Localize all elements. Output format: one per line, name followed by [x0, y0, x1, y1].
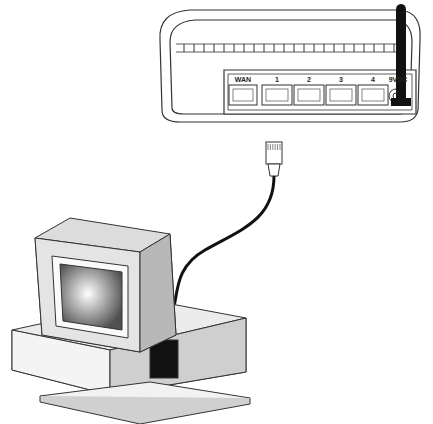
vent-slot	[294, 44, 295, 52]
port-label: 2	[307, 76, 311, 83]
plug-pin	[270, 144, 271, 150]
vent-slot	[254, 44, 255, 52]
vent-slot	[334, 44, 335, 52]
plug-pin	[272, 144, 273, 150]
vent-slot	[284, 44, 285, 52]
vent-slot	[264, 44, 265, 52]
vent-slot	[214, 44, 215, 52]
ports	[229, 85, 403, 105]
vent-slot	[204, 44, 205, 52]
vent-slot	[244, 44, 245, 52]
plug-pin	[268, 144, 269, 150]
vent-slot	[354, 44, 355, 52]
vent-slot	[314, 44, 315, 52]
vent-slot	[374, 44, 375, 52]
port-label: 4	[371, 76, 375, 83]
port-label: 1	[275, 76, 279, 83]
vents	[184, 44, 394, 52]
vent-slot	[184, 44, 185, 52]
antenna	[391, 4, 411, 106]
vent-slot	[344, 44, 345, 52]
router	[160, 10, 420, 122]
vent-slot	[304, 44, 305, 52]
vent-slot	[324, 44, 325, 52]
plug-pin	[280, 144, 281, 150]
vent-slot	[274, 44, 275, 52]
plug-pin	[275, 144, 276, 150]
vent-slot	[224, 44, 225, 52]
vent-slot	[364, 44, 365, 52]
port-label: 9VDC	[389, 76, 408, 83]
vent-slot	[234, 44, 235, 52]
vent-slot	[384, 44, 385, 52]
port-label: 3	[339, 76, 343, 83]
vent-slot	[394, 44, 395, 52]
vent-slot	[194, 44, 195, 52]
port-label: WAN	[235, 76, 251, 83]
plug-pin	[277, 144, 278, 150]
computer	[12, 218, 250, 424]
